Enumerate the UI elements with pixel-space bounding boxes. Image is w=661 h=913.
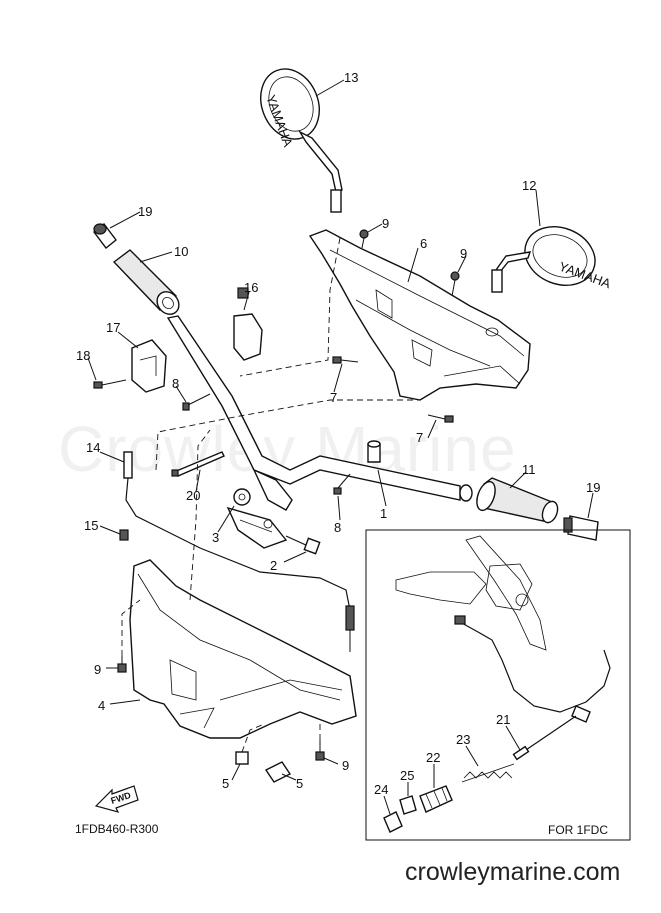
right-grip[interactable] (473, 477, 560, 525)
callout-19-top: 19 (138, 204, 152, 219)
screw-18[interactable] (93, 379, 127, 389)
inset-spring[interactable] (461, 763, 515, 783)
callout-14: 14 (86, 440, 100, 455)
callout-7-b: 7 (416, 430, 423, 445)
drawing-code: 1FDB460-R300 (75, 822, 159, 836)
callout-8-a: 8 (172, 376, 179, 391)
site-url[interactable]: crowleymarine.com (405, 858, 621, 886)
callout-25: 25 (400, 768, 414, 783)
callout-1: 1 (380, 506, 387, 521)
switch-housing-upper[interactable] (233, 287, 263, 361)
callout-6: 6 (420, 236, 427, 251)
screw-7-right[interactable] (427, 414, 454, 423)
handlebar-holder[interactable] (226, 488, 288, 549)
callout-15: 15 (84, 518, 98, 533)
callout-12: 12 (522, 178, 536, 193)
callout-10: 10 (174, 244, 188, 259)
callout-23: 23 (456, 732, 470, 747)
callout-21: 21 (496, 712, 510, 727)
screw-8-right[interactable] (333, 473, 351, 495)
screw-8-left[interactable] (182, 393, 211, 411)
clip-15[interactable] (119, 529, 129, 541)
right-mirror[interactable]: YAMAHA (491, 217, 613, 296)
left-grip-end[interactable] (93, 223, 117, 249)
inset-bushing[interactable] (399, 795, 417, 815)
inset-adjuster[interactable] (419, 785, 453, 813)
callout-8-b: 8 (334, 520, 341, 535)
callout-9-b: 9 (460, 246, 467, 261)
callout-18: 18 (76, 348, 90, 363)
left-grip[interactable] (112, 249, 183, 319)
screw-cover-left[interactable] (359, 229, 369, 249)
screw-9-lower-right[interactable] (315, 740, 325, 761)
cable-tie[interactable] (171, 451, 225, 477)
callout-13: 13 (344, 70, 358, 85)
callout-11: 11 (522, 462, 536, 477)
screw-9-lower-left[interactable] (117, 656, 127, 673)
callout-3: 3 (212, 530, 219, 545)
callout-4: 4 (98, 698, 105, 713)
screw-7-left[interactable] (332, 356, 359, 364)
inset-brake-cable[interactable] (454, 615, 611, 761)
switch-housing-lower[interactable] (131, 339, 167, 393)
callout-22: 22 (426, 750, 440, 765)
front-cover[interactable] (129, 559, 357, 739)
callout-24: 24 (374, 782, 388, 797)
clip-5-left[interactable] (235, 751, 249, 765)
right-grip-end[interactable] (563, 515, 599, 541)
callout-9-a: 9 (382, 216, 389, 231)
bolt-2[interactable] (285, 535, 321, 555)
callout-20: 20 (186, 488, 200, 503)
inset-brake-lever (395, 535, 547, 651)
callout-19-right: 19 (586, 480, 600, 495)
callout-2: 2 (270, 558, 277, 573)
left-mirror[interactable]: YAMAHA (251, 60, 343, 213)
fwd-arrow-icon: FWD (94, 785, 139, 813)
callout-5-a: 5 (222, 776, 229, 791)
throttle-cable[interactable] (123, 451, 355, 652)
callout-5-b: 5 (296, 776, 303, 791)
callout-17: 17 (106, 320, 120, 335)
variant-note: FOR 1FDC (548, 823, 608, 837)
leader-lines (87, 79, 594, 815)
callout-7-a: 7 (330, 390, 337, 405)
clip-5-right[interactable] (264, 761, 292, 783)
handle-cover[interactable] (308, 229, 531, 401)
callout-9-c: 9 (94, 662, 101, 677)
handlebar[interactable] (166, 315, 473, 511)
callout-16: 16 (244, 280, 258, 295)
inset-cap[interactable] (383, 811, 403, 833)
screw-cover-right[interactable] (450, 271, 460, 297)
callout-9-d: 9 (342, 758, 349, 773)
callout-labels: 13 12 19 9 6 9 10 16 17 18 8 7 7 14 11 1… (76, 70, 600, 797)
